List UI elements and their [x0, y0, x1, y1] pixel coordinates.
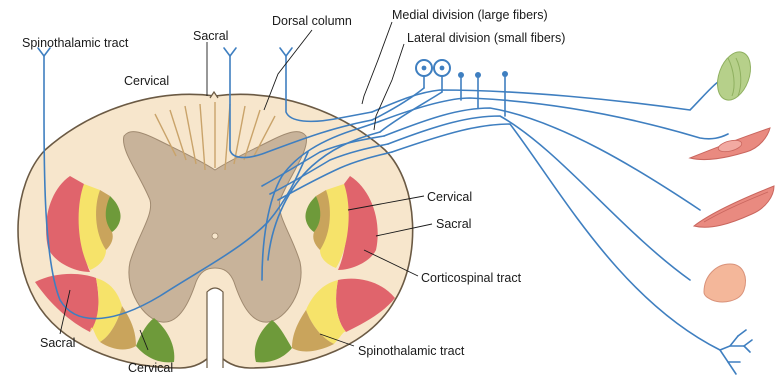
label-sacral-top: Sacral: [193, 29, 228, 43]
pacinian-corpuscle-icon: [711, 47, 756, 104]
label-cervical-bottom: Cervical: [128, 361, 173, 375]
label-cervical-right: Cervical: [427, 190, 472, 204]
muscle-spindle-icon: [690, 128, 770, 160]
label-corticospinal-tract: Corticospinal tract: [421, 271, 522, 285]
label-sacral-bottom-left: Sacral: [40, 336, 75, 350]
label-lateral-division: Lateral division (small fibers): [407, 31, 565, 45]
free-nerve-ending-icon: [720, 330, 752, 374]
hair-follicle-receptor-icon: [704, 264, 745, 302]
label-medial-division: Medial division (large fibers): [392, 8, 548, 22]
label-cervical-top: Cervical: [124, 74, 169, 88]
ganglion-cells: [416, 60, 508, 116]
muscle-fiber-icon: [694, 186, 774, 227]
peripheral-fibers: [372, 82, 728, 350]
label-dorsal-column: Dorsal column: [272, 14, 352, 28]
label-spinothalamic-tract-top: Spinothalamic tract: [22, 36, 129, 50]
label-spinothalamic-tract-bottom: Spinothalamic tract: [358, 344, 465, 358]
label-sacral-right: Sacral: [436, 217, 471, 231]
